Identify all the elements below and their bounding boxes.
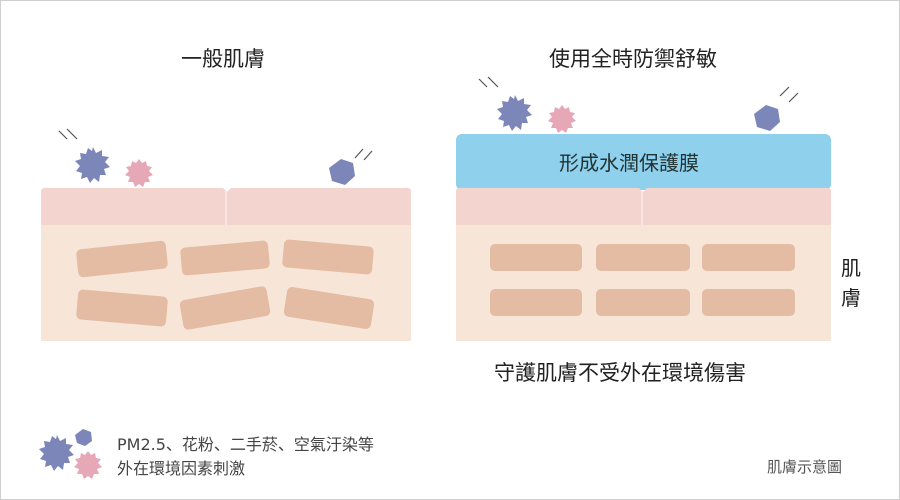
legend-hexagon-blue-icon [75,429,92,446]
pollutant-spiky-blue-icon [497,95,532,131]
skin-side-label: 肌膚 [841,256,861,310]
right-cell [490,289,582,316]
right-cell [490,244,582,271]
motion-line [779,86,790,97]
pollutant-spiky-pink-icon [125,159,153,187]
motion-line [363,150,373,161]
legend-spiky-pink-icon [74,451,102,479]
right-panel-title: 使用全時防禦舒敏 [549,47,717,71]
pollutant-spiky-blue-icon [75,147,110,183]
right-cell [702,244,795,271]
left-cell [180,240,270,276]
right-pollutants [478,76,799,133]
motion-line [487,76,499,88]
right-cell [596,244,690,271]
legend-text-line2: 外在環境因素刺激 [117,459,246,478]
pollutant-hexagon-blue-icon [329,159,355,185]
diagram-caption: 肌膚示意圖 [767,458,843,476]
motion-line [66,128,78,140]
right-cell [702,289,795,316]
pollutant-spiky-pink-icon [548,105,576,133]
pollutant-hexagon-blue-icon [754,105,780,131]
left-panel-title: 一般肌膚 [181,47,265,71]
motion-line [58,130,68,140]
legend-spiky-blue-icon [39,435,74,471]
right-skin-top-layer [456,187,831,225]
left-cell [282,239,374,275]
moisture-shield-layer [456,134,831,190]
legend-icons [39,429,102,479]
legend-text-line1: PM2.5、花粉、二手菸、空氣汙染等 [117,435,374,454]
left-cell [76,240,168,278]
left-skin [41,187,411,341]
protection-caption: 守護肌膚不受外在環境傷害 [494,361,746,385]
left-skin-cells [76,239,375,330]
right-skin-cells [490,244,795,316]
left-cell [283,287,375,329]
motion-line [354,148,364,159]
motion-line [478,78,488,88]
left-cell [179,286,271,330]
right-skin-lower-layer [456,223,831,341]
left-pollutants [58,128,373,187]
right-skin [456,134,831,341]
motion-line [788,92,799,103]
right-cell [596,289,690,316]
shield-label: 形成水潤保護膜 [559,151,699,175]
left-cell [76,289,168,327]
